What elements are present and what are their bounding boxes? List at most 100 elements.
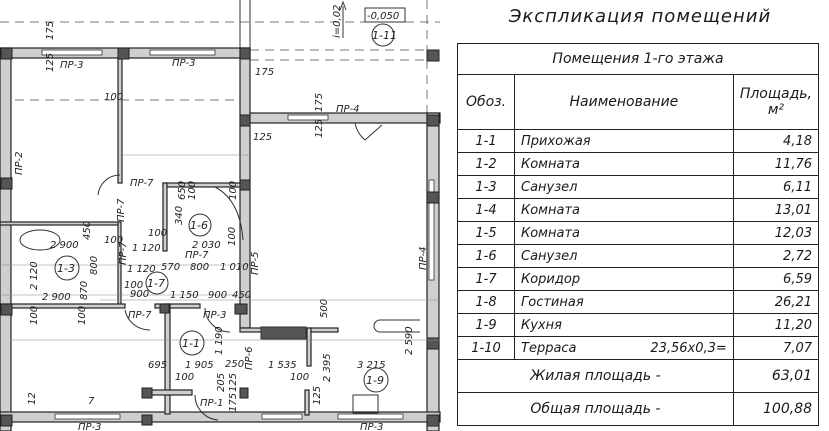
dimension-label: 175: [314, 93, 325, 112]
dimension-label: 900: [130, 289, 149, 300]
room-name-text: Гостиная: [521, 294, 584, 310]
room-name-text: Санузел: [521, 179, 578, 195]
bathtub: [19, 229, 61, 251]
door-label: ПР-1: [200, 398, 224, 409]
wall: [0, 411, 441, 423]
door-label: ПР-5: [250, 251, 261, 275]
door-label: ПР-7: [118, 241, 129, 265]
room-tag: 1-9: [366, 374, 384, 387]
room-name: Прихожая: [514, 129, 734, 153]
dimension-labels: 175 125 175 175 125 125 100 650 100 100 …: [27, 21, 415, 412]
door-label: ПР-7: [128, 310, 152, 321]
dimension-label: 570: [161, 262, 180, 273]
dimension-label: 175: [45, 21, 56, 40]
door-label: ПР-2: [14, 151, 25, 175]
room-tag: 1-6: [190, 219, 208, 232]
room-name-text: Комната: [521, 225, 580, 241]
dimension-label: 100: [175, 372, 194, 383]
room-name-text: Коридор: [521, 271, 581, 287]
room-id: 1-5: [457, 221, 515, 245]
door-label: ПР-4: [336, 104, 360, 115]
dimension-label: 800: [190, 262, 209, 273]
table-row: 1-1 Прихожая 4,18: [457, 129, 820, 153]
room-area: 13,01: [732, 198, 820, 222]
room-tag: 1-11: [372, 29, 397, 42]
room-name: Кухня: [514, 313, 734, 337]
dimension-label: 100: [187, 181, 198, 200]
area-calc: 23,56x0,3=: [650, 340, 727, 356]
room-area: 11,20: [732, 313, 820, 337]
door-labels: ПР-3 ПР-3 ПР-4 ПР-7 ПР-7 ПР-7 ПР-7 ПР-7 …: [14, 58, 429, 431]
room-area: 11,76: [732, 152, 820, 176]
door-label: ПР-4: [418, 246, 429, 270]
total-area-label: Общая площадь -: [457, 392, 734, 426]
dimension-label: 125: [253, 132, 272, 143]
level-mark: -0,050: [367, 11, 399, 22]
dimension-label: 340: [174, 206, 185, 225]
room-id: 1-10: [457, 336, 515, 360]
dimension-label: 1 120: [127, 264, 156, 275]
room-area: 7,07: [732, 336, 820, 360]
room-area: 26,21: [732, 290, 820, 314]
dimension-label: 1 010: [220, 262, 249, 273]
room-name: Комната: [514, 152, 734, 176]
dimension-label: 100: [228, 181, 239, 200]
dimension-label: 175: [228, 393, 239, 412]
dimension-label: 1 535: [268, 360, 297, 371]
room-name: Комната: [514, 198, 734, 222]
col-header-area: Площадь, м²: [732, 74, 820, 130]
dimension-label: 175: [255, 67, 274, 78]
slope-label: i=0,02: [332, 5, 343, 38]
dimension-label: 2 900: [50, 240, 79, 251]
room-name: Терраса 23,56x0,3=: [514, 336, 734, 360]
room-area: 4,18: [732, 129, 820, 153]
room-name-text: Терраса: [521, 340, 577, 356]
room-id: 1-6: [457, 244, 515, 268]
room-name-text: Прихожая: [521, 133, 591, 149]
dimension-label: 1 150: [170, 290, 199, 301]
dimension-label: 800: [89, 256, 100, 275]
door-label: ПР-7: [116, 198, 127, 222]
dimension-label: 100: [124, 280, 143, 291]
door-label: ПР-7: [185, 250, 209, 261]
room-area: 12,03: [732, 221, 820, 245]
dimension-label: 100: [77, 306, 88, 325]
dimension-label: 900: [208, 290, 227, 301]
stove: [260, 326, 307, 340]
room-name: Санузел: [514, 175, 734, 199]
room-name: Коридор: [514, 267, 734, 291]
floor-header: Помещения 1-го этажа: [457, 43, 819, 75]
table-row: 1-10 Терраса 23,56x0,3= 7,07: [457, 336, 820, 360]
sink: [352, 394, 379, 414]
room-id: 1-7: [457, 267, 515, 291]
room-name-text: Кухня: [521, 317, 562, 333]
dimension-label: 2 120: [29, 261, 40, 290]
dimension-label: 2 900: [42, 292, 71, 303]
room-area: 6,11: [732, 175, 820, 199]
dimension-label: 2 395: [322, 353, 333, 382]
floor-plan: i=0,02 -0,050 1-11 1-6 1-3 1-7 1-1 1-9 П…: [0, 0, 441, 431]
dimension-label: 450: [232, 290, 251, 301]
dimension-label: 2 590: [404, 326, 415, 355]
room-name-text: Комната: [521, 156, 580, 172]
dimension-label: 3 215: [357, 360, 386, 371]
door-label: ПР-7: [130, 178, 154, 189]
explication-title: Экспликация помещений: [508, 6, 772, 27]
dimension-label: 125: [45, 53, 56, 72]
wall: [0, 47, 12, 431]
dimension-label: 12: [27, 392, 38, 405]
living-area-label: Жилая площадь -: [457, 359, 734, 393]
room-tag: 1-1: [182, 337, 200, 350]
room-name-text: Санузел: [521, 248, 578, 264]
door-label: ПР-3: [172, 58, 196, 69]
living-area-value: 63,01: [732, 359, 820, 393]
dimension-label: 450: [82, 221, 93, 240]
dimension-label: 1 190: [214, 326, 225, 355]
room-tag: 1-3: [57, 262, 75, 275]
room-id: 1-1: [457, 129, 515, 153]
